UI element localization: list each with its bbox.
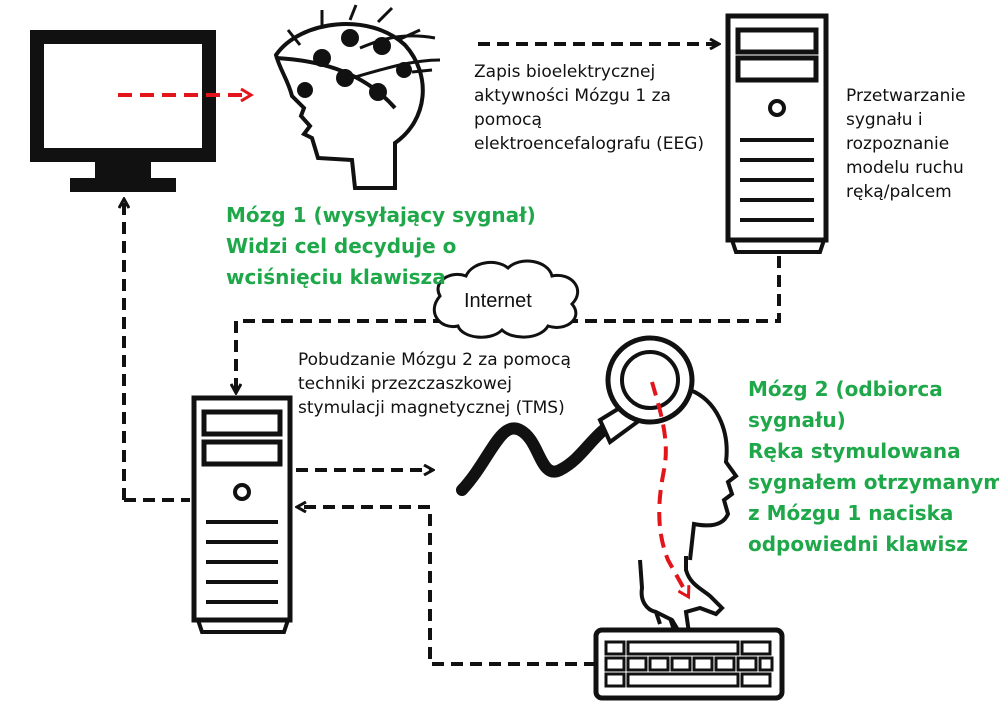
brain2-line: sygnału): [748, 408, 846, 432]
processing-line: rozpoznanie: [846, 134, 950, 154]
tms-line: techniki przezczaszkowej: [298, 374, 512, 394]
head-brain2-icon: [688, 388, 739, 561]
brain2-line: odpowiedni klawisz: [748, 532, 968, 556]
tms-cable: [456, 422, 612, 496]
internet-cloud-icon: [432, 259, 580, 339]
brain2-line: z Mózgu 1 naciska: [748, 501, 954, 525]
head-brain1-eeg-icon: [273, 4, 441, 190]
keyboard-icon: [593, 627, 785, 701]
processing-line: sygnału i: [846, 110, 923, 130]
brain2-line: Mózg 2 (odbiorca: [748, 377, 943, 401]
internet-label: Internet: [464, 290, 532, 312]
brain2-description: Mózg 2 (odbiorca sygnału) Ręka stymulowa…: [748, 374, 999, 560]
tms-coil-icon: [597, 335, 695, 446]
eeg-line: pomocą: [474, 110, 542, 130]
tms-description: Pobudzanie Mózgu 2 za pomocą techniki pr…: [298, 348, 571, 420]
brain2-line: Ręka stymulowana: [748, 439, 961, 463]
monitor-icon: [30, 30, 216, 192]
stimulus-signal-arrow: [650, 381, 688, 596]
brain2-line: sygnałem otrzymanym: [748, 470, 999, 494]
eeg-description: Zapis bioelektrycznej aktywności Mózgu 1…: [474, 60, 704, 156]
processing-description: Przetwarzanie sygnału i rozpoznanie mode…: [846, 84, 966, 204]
computer-tower-1-icon: [725, 13, 829, 254]
brain1-line: wciśnięciu klawisza: [226, 265, 446, 289]
brain1-line: Widzi cel decyduje o: [226, 234, 457, 258]
processing-line: Przetwarzanie: [846, 86, 966, 106]
tms-line: stymulacji magnetycznej (TMS): [298, 398, 565, 418]
computer-tower-2-icon: [191, 395, 293, 634]
brain1-line: Mózg 1 (wysyłający sygnał): [226, 203, 536, 227]
processing-line: ręką/palcem: [846, 182, 952, 202]
brain1-description: Mózg 1 (wysyłający sygnał) Widzi cel dec…: [226, 200, 536, 293]
arm-hand-icon: [638, 556, 725, 642]
eeg-line: elektroencefalografu (EEG): [474, 134, 705, 154]
processing-line: modelu ruchu: [846, 158, 964, 178]
eeg-line: Zapis bioelektrycznej: [474, 62, 656, 82]
tms-line: Pobudzanie Mózgu 2 za pomocą: [298, 350, 571, 370]
keyboard-to-pc-line: [428, 507, 596, 666]
eeg-line: aktywności Mózgu 1 za: [474, 86, 671, 106]
